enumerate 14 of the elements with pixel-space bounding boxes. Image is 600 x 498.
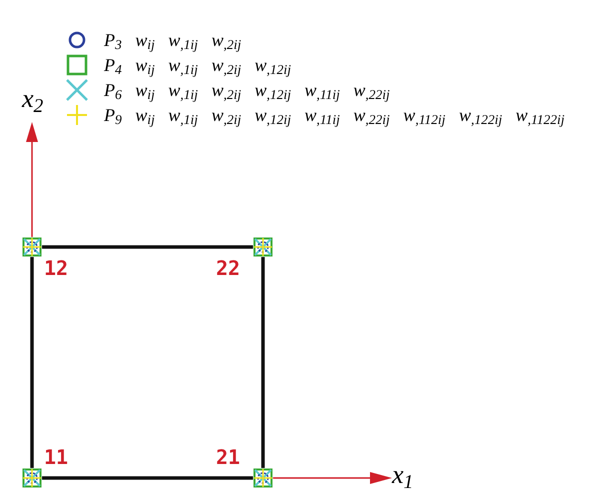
node-number: 12 — [44, 258, 68, 278]
corner-node-marker — [22, 237, 42, 257]
axis-label: x$_{1}$ — [392, 462, 414, 488]
square-edge — [261, 257, 265, 468]
square-edge — [42, 476, 253, 480]
square-edge — [42, 245, 253, 249]
node-number: 22 — [216, 258, 240, 278]
corner-node-marker — [22, 468, 42, 488]
corner-node-marker — [253, 468, 273, 488]
axis-label: x$_{2}$ — [22, 86, 44, 112]
node-number: 21 — [216, 447, 240, 467]
node-number: 11 — [44, 447, 68, 467]
corner-node-marker — [253, 237, 273, 257]
square-edge — [30, 257, 34, 468]
